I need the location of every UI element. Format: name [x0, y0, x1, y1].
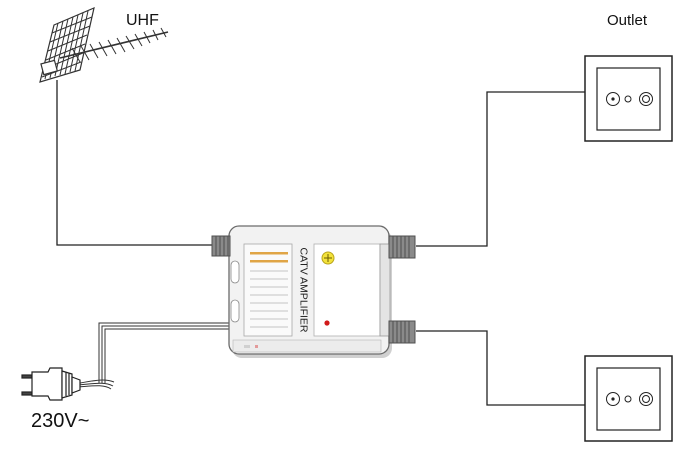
antenna-cable [56, 80, 213, 246]
power-voltage-label: 230V~ [31, 410, 90, 432]
output-cable-top [416, 91, 595, 247]
wall-outlet-icon [584, 55, 673, 142]
power-cord [77, 322, 229, 390]
wall-outlet-icon [584, 355, 673, 442]
outlet-label: Outlet [607, 12, 648, 29]
amplifier-label: CATV AMPLIFIER [292, 247, 314, 333]
output-cable-bottom [416, 330, 595, 406]
catv-amplifier-icon [228, 225, 392, 358]
input-connector [211, 235, 231, 257]
power-led [324, 320, 330, 326]
output-connector-2 [388, 320, 416, 344]
uhf-antenna-icon [39, 6, 169, 83]
power-plug-icon [21, 367, 81, 401]
output-connector-1 [388, 235, 416, 259]
gain-adjust-knob [321, 251, 335, 265]
antenna-label: UHF [126, 12, 159, 29]
amplifier-label-text: CATV AMPLIFIER [297, 247, 309, 333]
